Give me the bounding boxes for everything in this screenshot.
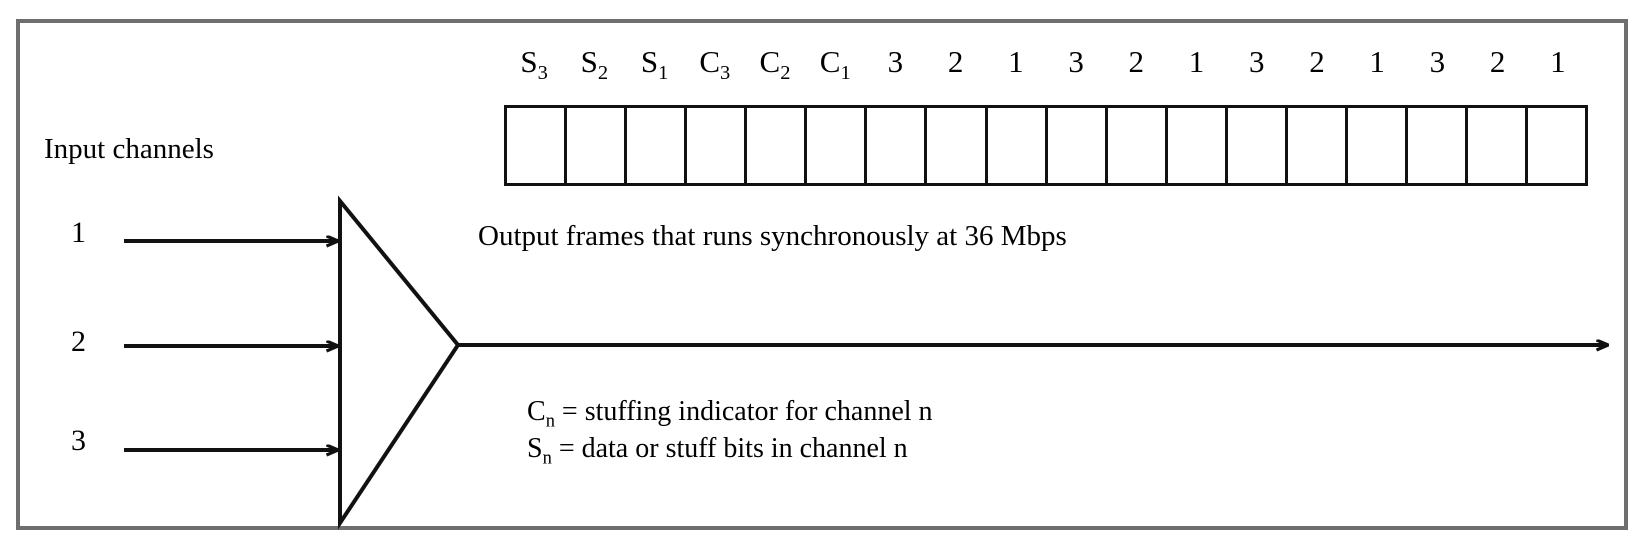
label-subscript: 3 (720, 62, 731, 85)
label-base: S (580, 44, 598, 79)
legend-symbol-subscript: n (542, 447, 552, 468)
frame-column-label-6: C1 (805, 42, 865, 85)
output-frame-caption: Output frames that runs synchronously at… (478, 220, 1067, 252)
frame-cell (1288, 108, 1348, 183)
label-base: 1 (1550, 44, 1566, 79)
label-subscript: 1 (658, 62, 669, 85)
frame-column-label-9: 1 (986, 42, 1046, 82)
legend-line-2: Sn = data or stuff bits in channel n (527, 430, 933, 467)
frame-cell (1408, 108, 1468, 183)
label-base: S (640, 44, 659, 79)
frame-column-label-2: S2 (564, 42, 624, 85)
label-subscript: 2 (780, 62, 791, 85)
legend-line-1: Cn = stuffing indicator for channel n (527, 393, 933, 430)
label-base: 3 (887, 44, 904, 79)
frame-cell (1108, 108, 1168, 183)
frame-cell (567, 108, 628, 183)
frame-cell (988, 108, 1048, 183)
frame-column-label-11: 2 (1106, 42, 1166, 82)
frame-cell (687, 108, 748, 183)
label-base: C (699, 44, 720, 79)
label-base: 2 (1128, 44, 1145, 79)
label-base: 2 (1309, 44, 1325, 79)
label-base: 1 (1369, 44, 1385, 79)
label-subscript: 2 (597, 62, 609, 85)
frame-column-label-18: 1 (1528, 42, 1588, 82)
input-channels-label: Input channels (44, 133, 214, 165)
frame-column-label-1: S3 (504, 42, 564, 85)
frame-column-label-13: 3 (1227, 42, 1287, 82)
frame-column-label-4: C3 (685, 42, 745, 85)
input-channel-number-3: 3 (71, 424, 86, 457)
input-channel-number-2: 2 (71, 325, 86, 358)
legend-symbol-base: S (527, 433, 543, 464)
label-subscript: 3 (537, 62, 548, 85)
label-base: 3 (1429, 44, 1446, 79)
frame-cell (1468, 108, 1529, 183)
frame-cell (1528, 108, 1585, 183)
label-base: C (759, 44, 781, 79)
label-base: S (520, 44, 538, 79)
frame-cell (747, 108, 808, 183)
frame-cell (927, 108, 988, 183)
label-base: 2 (1489, 44, 1506, 79)
frame-cell (867, 108, 928, 183)
label-subscript: 1 (840, 62, 851, 85)
label-base: 3 (1248, 44, 1265, 79)
legend-text: = stuffing indicator for channel n (554, 396, 933, 427)
legend-text: = data or stuff bits in channel n (551, 433, 908, 464)
label-base: 1 (1008, 44, 1024, 79)
frame-cell (507, 108, 568, 183)
label-base: C (819, 44, 841, 79)
multiplexer-triangle (338, 195, 461, 530)
frame-column-label-16: 3 (1407, 42, 1467, 82)
frame-cell (1228, 108, 1288, 183)
frame-column-label-12: 1 (1166, 42, 1226, 82)
figure-outer-border (16, 19, 1628, 530)
legend-symbol-subscript: n (545, 410, 555, 431)
frame-column-label-10: 3 (1046, 42, 1106, 82)
label-base: 2 (947, 44, 964, 79)
output-frame-cells (504, 105, 1588, 186)
frame-column-label-14: 2 (1287, 42, 1347, 82)
frame-cell (1048, 108, 1108, 183)
frame-column-label-5: C2 (745, 42, 805, 85)
frame-column-label-7: 3 (865, 42, 925, 82)
frame-column-label-17: 2 (1468, 42, 1528, 82)
frame-column-label-3: S1 (624, 42, 684, 85)
frame-cell (1168, 108, 1228, 183)
frame-cell (1348, 108, 1408, 183)
input-channel-number-1: 1 (71, 216, 86, 249)
legend-symbol-base: C (527, 396, 546, 427)
label-base: 1 (1188, 44, 1205, 79)
label-base: 3 (1068, 44, 1084, 79)
frame-column-label-8: 2 (926, 42, 986, 82)
frame-column-label-15: 1 (1347, 42, 1407, 82)
frame-cell (807, 108, 868, 183)
frame-cell (627, 108, 688, 183)
